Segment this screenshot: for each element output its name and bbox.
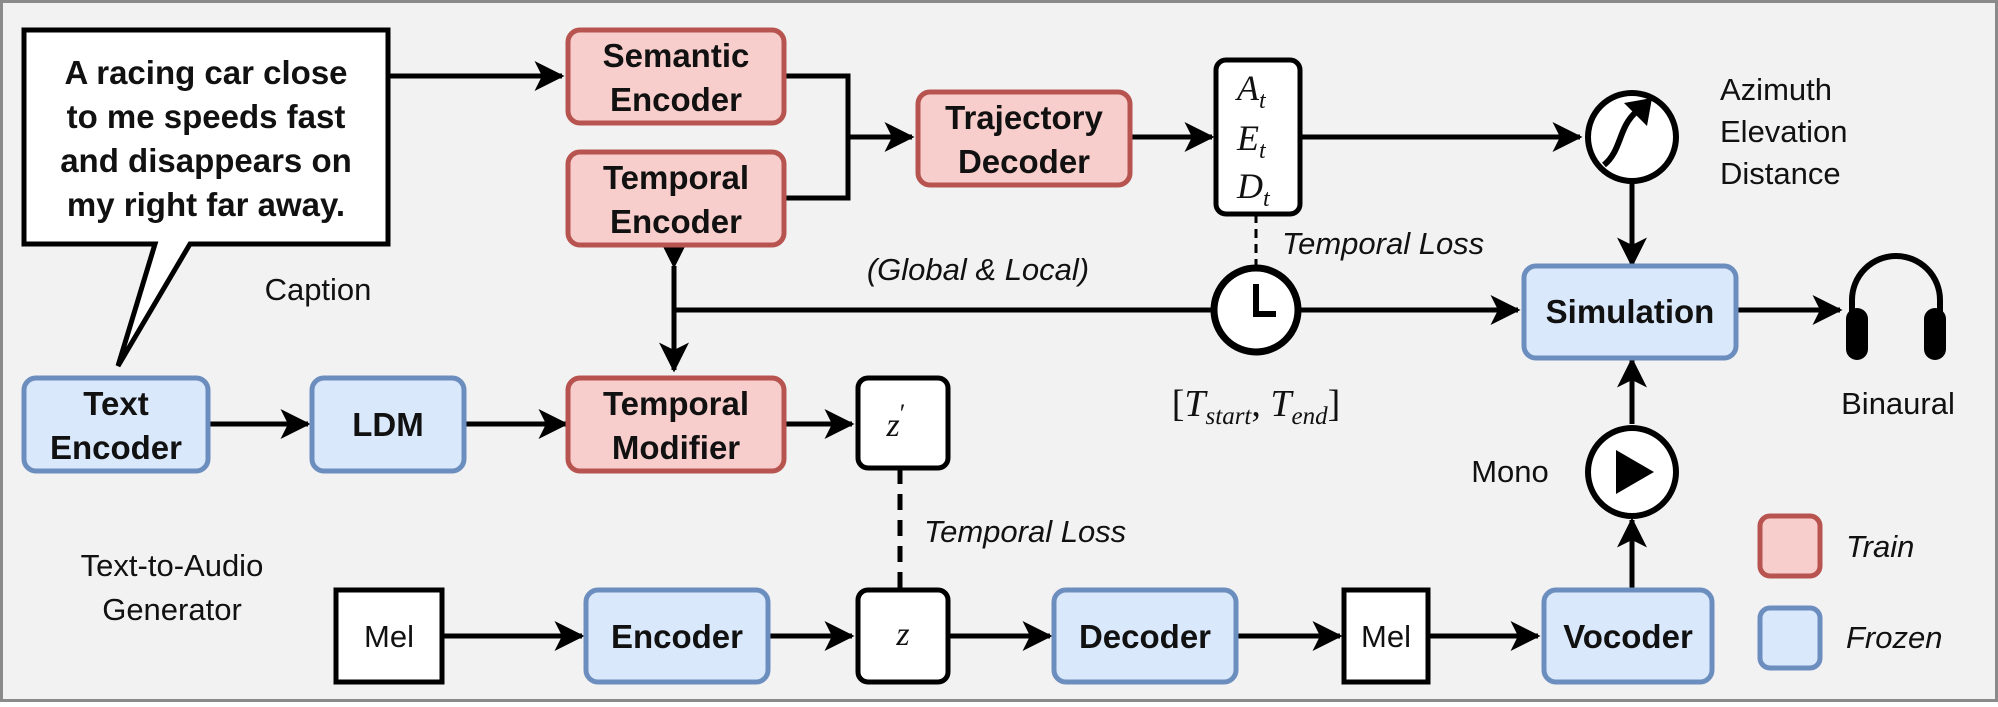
- var-a: A: [1235, 68, 1260, 108]
- time-range-t1: T: [1184, 383, 1208, 425]
- temporal-encoder-box: Temporal Encoder: [565, 149, 787, 248]
- vocoder-box: Vocoder: [1541, 587, 1715, 685]
- time-range-t2: T: [1270, 383, 1294, 425]
- time-range-label: [Tstart, Tend]: [1172, 383, 1341, 430]
- caption-bubble-shape: [21, 27, 391, 368]
- caption-label: Caption: [265, 272, 372, 307]
- mel-input-label: Mel: [364, 619, 414, 654]
- simulation-box: Simulation: [1521, 263, 1739, 361]
- ldm-box: LDM: [309, 375, 467, 474]
- svg-text:Dt: Dt: [1236, 166, 1271, 212]
- global-local-label: (Global & Local): [867, 252, 1089, 287]
- legend: Train Frozen: [1757, 513, 1942, 671]
- dashed-connectors: [897, 214, 1258, 590]
- simulation-label: Simulation: [1546, 293, 1715, 330]
- caption-line-1: A racing car close: [64, 54, 347, 91]
- headphones-icon: [1846, 253, 1946, 360]
- svg-text:At: At: [1235, 68, 1267, 114]
- legend-frozen-swatch: [1757, 605, 1823, 671]
- azimuth-label: Azimuth: [1720, 72, 1832, 107]
- z-prime-box: z′: [855, 375, 951, 471]
- semantic-encoder-label-1: Semantic: [603, 37, 750, 74]
- svg-text:z′: z′: [886, 399, 906, 444]
- direction-dial-icon: [1585, 90, 1679, 184]
- time-range-open: [: [1172, 383, 1185, 425]
- ldm-label: LDM: [352, 406, 423, 443]
- svg-text:Et: Et: [1236, 118, 1267, 164]
- var-d-sub: t: [1263, 186, 1271, 212]
- decoder-box: Decoder: [1051, 587, 1239, 685]
- distance-label: Distance: [1720, 156, 1841, 191]
- caption-line-3: and disappears on: [60, 142, 352, 179]
- mono-label: Mono: [1471, 454, 1549, 489]
- legend-train-label: Train: [1846, 529, 1914, 564]
- trajectory-decoder-label-2: Decoder: [958, 143, 1090, 180]
- z-prime-mark: ′: [900, 399, 906, 428]
- generator-label-1: Text-to-Audio: [81, 548, 264, 583]
- connectors: [208, 61, 1843, 651]
- semantic-encoder-label-2: Encoder: [610, 81, 742, 118]
- trajectory-decoder-label-1: Trajectory: [945, 99, 1103, 136]
- time-range-close: ]: [1328, 383, 1341, 425]
- var-d: D: [1236, 166, 1263, 206]
- z-box: z: [855, 587, 951, 685]
- var-a-sub: t: [1259, 88, 1267, 114]
- generator-label-2: Generator: [102, 592, 242, 627]
- legend-frozen-label: Frozen: [1846, 620, 1942, 655]
- z-prime-main: z: [886, 407, 900, 444]
- time-range-start: start: [1206, 403, 1253, 430]
- legend-train-swatch: [1757, 513, 1823, 579]
- temporal-modifier-box: Temporal Modifier: [565, 375, 787, 474]
- encoder-box: Encoder: [583, 587, 771, 685]
- play-icon: [1585, 425, 1679, 519]
- vocoder-label: Vocoder: [1563, 618, 1693, 655]
- caption-bubble: A racing car close to me speeds fast and…: [21, 27, 391, 368]
- time-range-end: end: [1292, 403, 1329, 430]
- encoder-label: Encoder: [611, 618, 743, 655]
- binaural-label: Binaural: [1841, 386, 1955, 421]
- var-e-sub: t: [1259, 138, 1267, 164]
- time-range-comma: ,: [1251, 383, 1270, 425]
- temporal-encoder-label-1: Temporal: [603, 159, 749, 196]
- temporal-loss-bottom-label: Temporal Loss: [924, 514, 1126, 549]
- legend-frozen: Frozen: [1757, 605, 1942, 671]
- caption-line-4: my right far away.: [67, 186, 345, 223]
- mel-output-box: Mel: [1341, 587, 1431, 685]
- var-e: E: [1236, 118, 1259, 158]
- trajectory-decoder-box: Trajectory Decoder: [915, 89, 1133, 188]
- temporal-modifier-label-1: Temporal: [603, 385, 749, 422]
- elevation-label: Elevation: [1720, 114, 1848, 149]
- legend-train: Train: [1757, 513, 1914, 579]
- text-encoder-box: Text Encoder: [21, 375, 211, 474]
- temporal-modifier-label-2: Modifier: [612, 429, 740, 466]
- temporal-loss-top-label: Temporal Loss: [1282, 226, 1484, 261]
- semantic-encoder-box: Semantic Encoder: [565, 27, 787, 126]
- caption-line-2: to me speeds fast: [67, 98, 346, 135]
- text-encoder-label-1: Text: [83, 385, 148, 422]
- mel-input-box: Mel: [333, 587, 445, 685]
- text-encoder-label-2: Encoder: [50, 429, 182, 466]
- decoder-label: Decoder: [1079, 618, 1211, 655]
- mel-output-label: Mel: [1361, 619, 1411, 654]
- temporal-encoder-label-2: Encoder: [610, 203, 742, 240]
- z-label: z: [895, 616, 909, 653]
- clock-icon: [1210, 264, 1302, 356]
- trajectory-vars-box: At Et Dt: [1213, 57, 1303, 217]
